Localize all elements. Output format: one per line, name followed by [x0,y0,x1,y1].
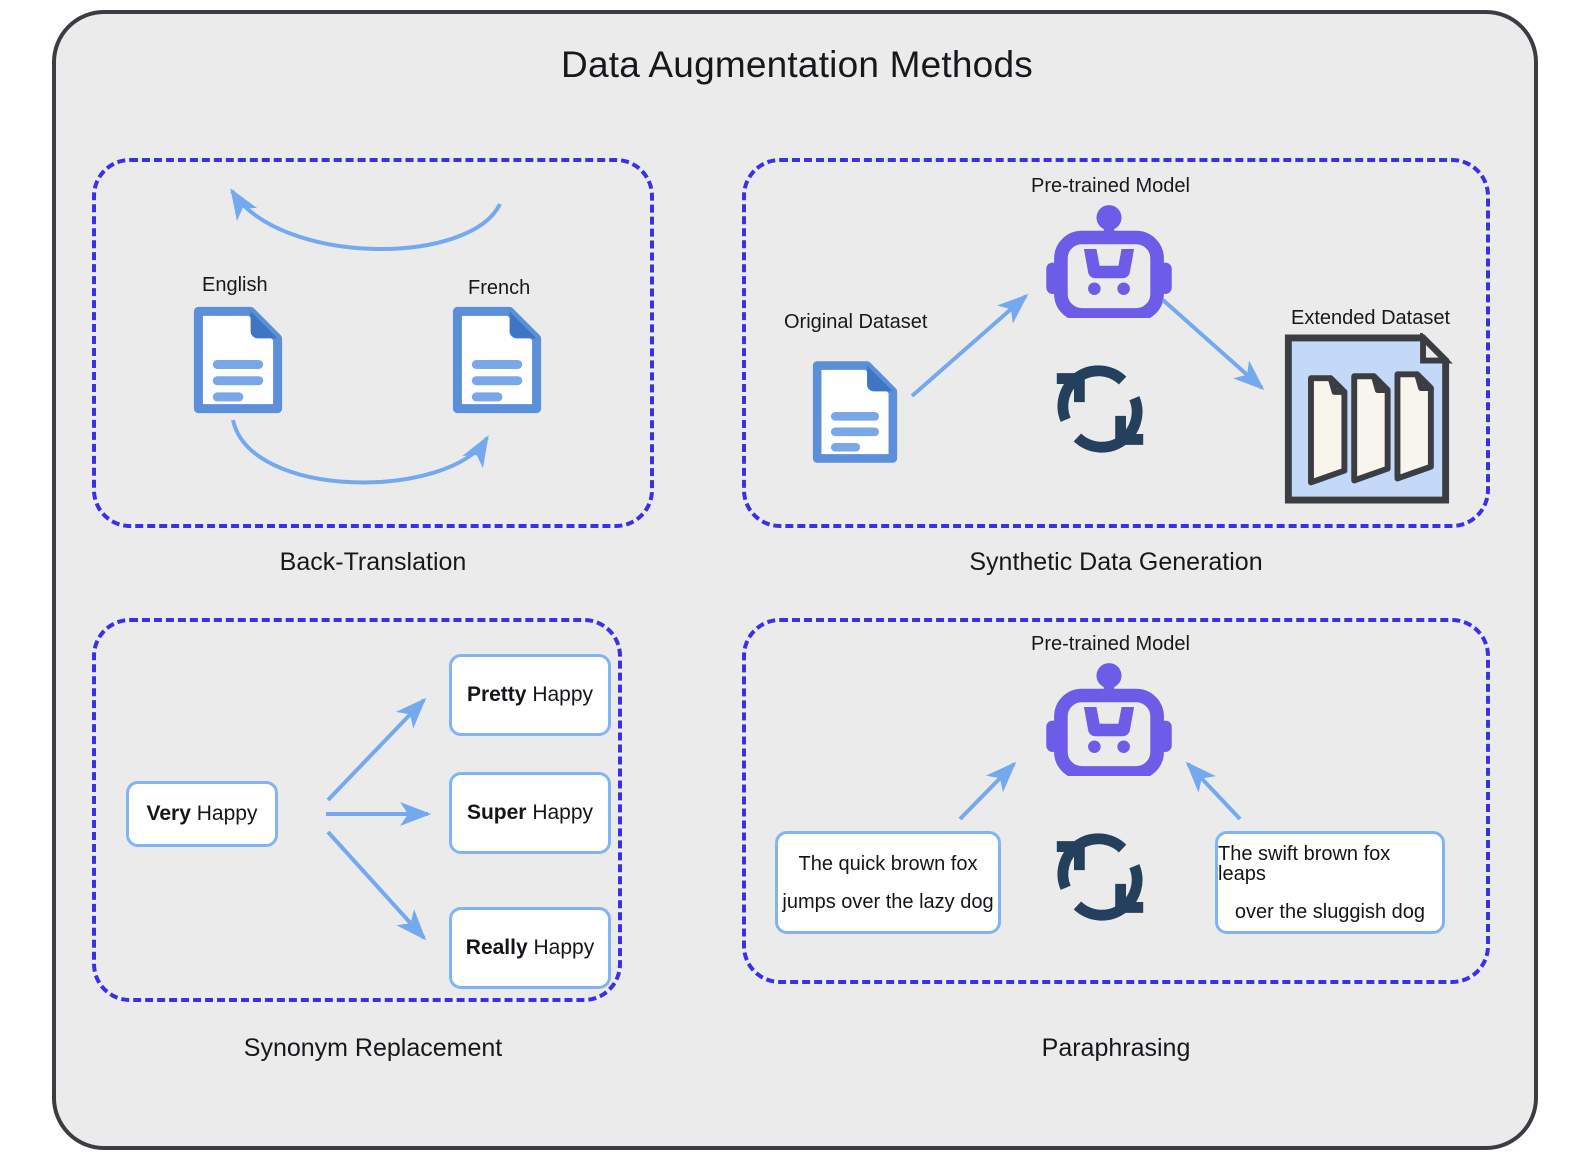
paraphrase-source-line1: The quick brown fox [798,852,978,875]
panel-back-translation [92,158,654,528]
synonym-target-rest-pretty: Happy [532,683,594,706]
extended-dataset-label: Extended Dataset [1291,307,1450,329]
synonym-target-bold-super: Super [466,801,527,824]
synonym-source-bold: Very [146,802,191,825]
caption-synonym-replacement: Synonym Replacement [243,1034,503,1062]
panel-synthetic-data-generation [742,158,1490,528]
synonym-target-box-super[interactable]: Super Happy [449,772,611,854]
page-title: Data Augmentation Methods [561,44,1033,85]
synonym-target-box-really[interactable]: Really Happy [449,907,611,989]
paraphrase-target-box[interactable]: The swift brown fox leaps over the slugg… [1215,831,1445,934]
synonym-source-rest: Happy [196,802,258,825]
synonym-target-rest-really: Happy [533,936,595,959]
panel-paraphrasing [742,618,1490,984]
french-label: French [468,277,531,299]
paraphrase-target-line2: over the sluggish dog [1234,900,1426,923]
panel-synonym-replacement [92,618,622,1002]
pretrained-model-label-sdg: Pre-trained Model [1031,175,1190,197]
paraphrase-target-line1: The swift brown fox leaps [1218,842,1391,885]
caption-synthetic-data-generation: Synthetic Data Generation [969,548,1263,576]
pretrained-model-label-pp: Pre-trained Model [1031,633,1190,655]
caption-paraphrasing: Paraphrasing [1041,1034,1191,1062]
english-label: English [202,274,268,296]
synonym-source-box[interactable]: Very Happy [126,781,278,847]
paraphrase-source-line2: jumps over the lazy dog [782,890,994,913]
synonym-target-box-pretty[interactable]: Pretty Happy [449,654,611,736]
synonym-target-bold-really: Really [465,936,528,959]
synonym-target-bold-pretty: Pretty [466,683,527,706]
original-dataset-label: Original Dataset [784,311,928,333]
paraphrase-source-box[interactable]: The quick brown fox jumps over the lazy … [775,831,1001,934]
synonym-target-rest-super: Happy [532,801,594,824]
caption-back-translation: Back-Translation [279,548,467,576]
